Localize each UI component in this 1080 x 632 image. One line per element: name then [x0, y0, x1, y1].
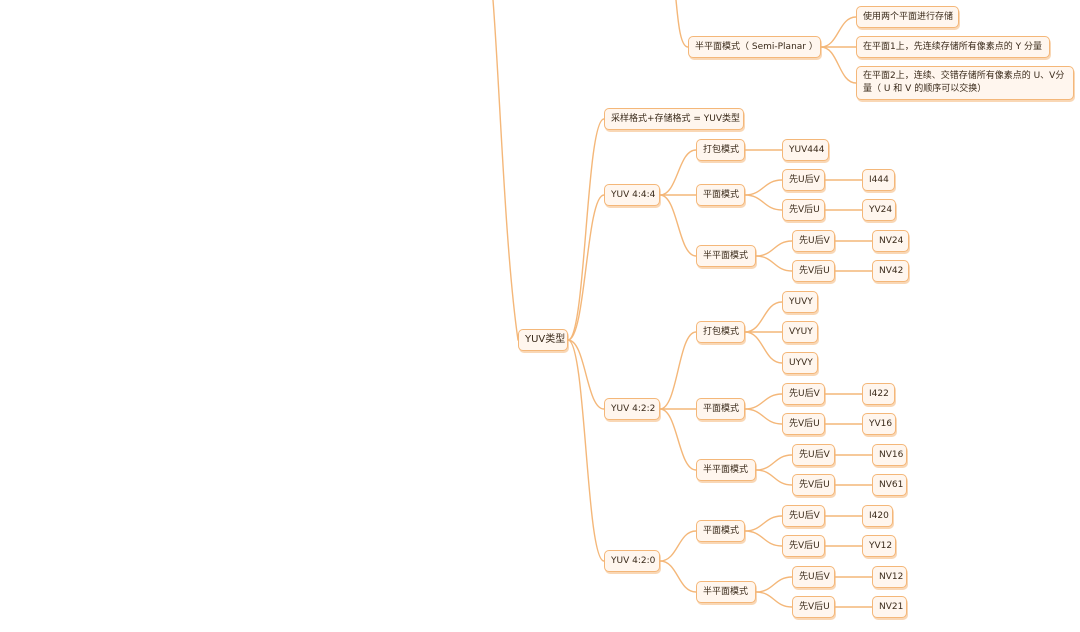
- yuv420-planar-u-then-v-leaf[interactable]: I420: [862, 505, 893, 527]
- yuv422-planar-v-then-u-leaf[interactable]: YV16: [862, 413, 896, 435]
- root-node[interactable]: YUV类型: [518, 329, 568, 351]
- yuv444-semi-u-then-v[interactable]: 先U后V: [792, 230, 835, 252]
- yuv444-planar-u-then-v-leaf[interactable]: I444: [862, 169, 895, 191]
- connector-16: [755, 255, 793, 272]
- connector-39: [755, 576, 793, 593]
- connector-21: [659, 408, 697, 471]
- yuv444-planar-node[interactable]: 平面模式: [696, 184, 745, 206]
- yuv422-semi-node[interactable]: 半平面模式: [696, 459, 756, 481]
- connector-30: [755, 469, 793, 486]
- yuv420-planar-v-then-u[interactable]: 先V后U: [782, 535, 825, 557]
- connector-1: [567, 194, 605, 341]
- connector-26: [744, 408, 783, 425]
- connector-25: [744, 393, 783, 410]
- yuv420-node[interactable]: YUV 4:2:0: [604, 550, 660, 572]
- yuv420-planar-node[interactable]: 平面模式: [696, 520, 745, 542]
- connector-19: [659, 331, 697, 410]
- connector-12: [744, 194, 783, 211]
- connector-24: [744, 331, 783, 364]
- yuv420-planar-v-then-u-leaf[interactable]: YV12: [862, 535, 896, 557]
- yuv420-semi-node[interactable]: 半平面模式: [696, 581, 756, 603]
- connector-29: [755, 454, 793, 471]
- yuv422-planar-u-then-v-leaf[interactable]: I422: [862, 383, 895, 405]
- yuv422-semi-v-then-u-leaf[interactable]: NV61: [872, 474, 907, 496]
- yuv444-planar-v-then-u[interactable]: 先V后U: [782, 199, 825, 221]
- connector-3: [567, 339, 605, 562]
- connector-offscreen-sibling: [675, 0, 689, 48]
- connector-9: [659, 194, 697, 257]
- connector-15: [755, 240, 793, 257]
- connector-offscreen-parent: [492, 0, 519, 341]
- yuv422-planar-u-then-v[interactable]: 先U后V: [782, 383, 825, 405]
- connector-11: [744, 179, 783, 196]
- connector-33: [659, 530, 697, 562]
- yuv444-semi-node[interactable]: 半平面模式: [696, 245, 756, 267]
- yuv422-planar-v-then-u[interactable]: 先V后U: [782, 413, 825, 435]
- yuv422-semi-v-then-u[interactable]: 先V后U: [792, 474, 835, 496]
- yuv444-semi-u-then-v-leaf[interactable]: NV24: [872, 230, 909, 252]
- yuv422-planar-node[interactable]: 平面模式: [696, 398, 745, 420]
- yuv444-planar-u-then-v[interactable]: 先U后V: [782, 169, 825, 191]
- semi-planar-node[interactable]: 半平面模式（ Semi-Planar ）: [688, 36, 821, 58]
- yuv422-semi-u-then-v-leaf[interactable]: NV16: [872, 444, 907, 466]
- yuv420-semi-v-then-u[interactable]: 先V后U: [792, 596, 835, 618]
- semi-planar-detail-2[interactable]: 在平面1上，先连续存储所有像素点的 Y 分量: [856, 36, 1050, 58]
- connector-34: [659, 560, 697, 593]
- connector-2: [567, 339, 605, 410]
- yuv444-planar-v-then-u-leaf[interactable]: YV24: [862, 199, 896, 221]
- yuv422-packed-leaf-2[interactable]: VYUY: [782, 321, 818, 343]
- yuv420-planar-u-then-v[interactable]: 先U后V: [782, 505, 825, 527]
- yuv444-semi-v-then-u-leaf[interactable]: NV42: [872, 260, 909, 282]
- connector-40: [755, 591, 793, 608]
- connector-4: [820, 16, 857, 48]
- connector-0: [567, 118, 605, 341]
- yuv444-packed-leaf[interactable]: YUV444: [782, 139, 829, 161]
- yuv420-semi-u-then-v[interactable]: 先U后V: [792, 566, 835, 588]
- yuv422-node[interactable]: YUV 4:2:2: [604, 398, 660, 420]
- connector-35: [744, 515, 783, 532]
- yuv422-packed-leaf-1[interactable]: YUVY: [782, 291, 818, 313]
- formula-node[interactable]: 采样格式+存储格式 = YUV类型: [604, 108, 744, 130]
- connector-22: [744, 301, 783, 333]
- connector-6: [820, 46, 857, 84]
- yuv444-packed-node[interactable]: 打包模式: [696, 139, 745, 161]
- yuv422-semi-u-then-v[interactable]: 先U后V: [792, 444, 835, 466]
- yuv420-semi-v-then-u-leaf[interactable]: NV21: [872, 596, 907, 618]
- yuv444-node[interactable]: YUV 4:4:4: [604, 184, 660, 206]
- semi-planar-detail-1[interactable]: 使用两个平面进行存储: [856, 6, 959, 28]
- yuv420-semi-u-then-v-leaf[interactable]: NV12: [872, 566, 907, 588]
- yuv444-semi-v-then-u[interactable]: 先V后U: [792, 260, 835, 282]
- yuv422-packed-leaf-3[interactable]: UYVY: [782, 352, 818, 374]
- semi-planar-detail-3[interactable]: 在平面2上，连续、交错存储所有像素点的 U、V分量（ U 和 V 的顺序可以交换…: [856, 66, 1074, 100]
- connector-36: [744, 530, 783, 547]
- connector-7: [659, 149, 697, 196]
- yuv422-packed-node[interactable]: 打包模式: [696, 321, 745, 343]
